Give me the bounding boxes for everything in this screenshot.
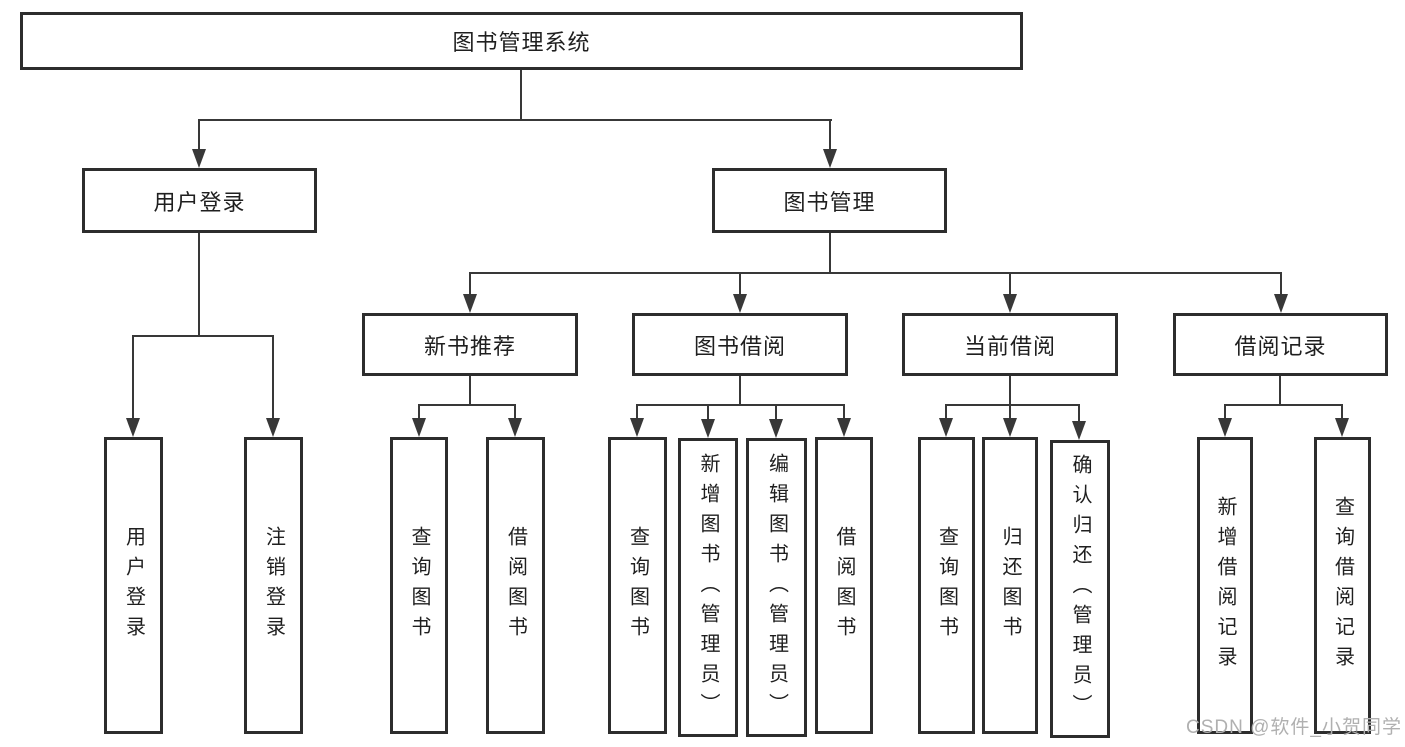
connector-line	[272, 335, 274, 420]
arrowhead-down-icon	[1003, 294, 1017, 313]
connector-line	[198, 119, 200, 152]
connector-line	[1009, 404, 1011, 421]
connector-line	[1341, 404, 1343, 421]
leaf-query-books: 查询图书	[390, 437, 448, 734]
arrowhead-down-icon	[733, 294, 747, 313]
connector-line	[1224, 404, 1226, 421]
leaf-confirm-return-admin: 确认归还（管理员）	[1050, 440, 1110, 738]
connector-line	[1009, 376, 1011, 406]
leaf-query-books: 查询图书	[608, 437, 667, 734]
connector-line	[520, 70, 522, 120]
node-label: 当前借阅	[963, 333, 1056, 359]
connector-line	[469, 272, 471, 297]
leaf-query-books: 查询图书	[918, 437, 975, 734]
arrowhead-down-icon	[701, 419, 715, 438]
leaf-borrow-books: 借阅图书	[486, 437, 545, 734]
leaf-label: 查询借阅记录	[1331, 495, 1354, 676]
arrowhead-down-icon	[1072, 421, 1086, 440]
connector-line	[636, 404, 845, 406]
connector-line	[514, 404, 516, 421]
connector-line	[1280, 272, 1282, 297]
leaf-label: 用户登录	[122, 525, 145, 646]
node-book-borrowing: 图书借阅	[632, 313, 848, 376]
connector-line	[945, 404, 1080, 406]
node-label: 图书管理	[783, 189, 876, 215]
leaf-label: 归还图书	[999, 525, 1021, 646]
connector-line	[198, 119, 832, 121]
leaf-label: 新增图书（管理员）	[697, 452, 719, 723]
node-label: 借阅记录	[1234, 333, 1327, 359]
connector-line	[636, 404, 638, 421]
leaf-query-borrow-record: 查询借阅记录	[1314, 437, 1371, 734]
arrowhead-down-icon	[769, 419, 783, 438]
connector-line	[843, 404, 845, 421]
node-current-borrowing: 当前借阅	[902, 313, 1118, 376]
connector-line	[469, 376, 471, 406]
arrowhead-down-icon	[412, 418, 426, 437]
connector-line	[775, 404, 777, 421]
node-library-management-system: 图书管理系统	[20, 12, 1023, 70]
connector-line	[418, 404, 420, 421]
arrowhead-down-icon	[939, 418, 953, 437]
connector-line	[418, 404, 516, 406]
leaf-label: 借阅图书	[504, 525, 527, 646]
connector-line	[1078, 404, 1080, 424]
node-label: 新书推荐	[423, 333, 516, 359]
leaf-label: 注销登录	[262, 525, 285, 646]
leaf-return-books: 归还图书	[982, 437, 1038, 734]
connector-line	[132, 335, 274, 337]
arrowhead-down-icon	[1335, 418, 1349, 437]
arrowhead-down-icon	[1274, 294, 1288, 313]
node-new-book-recommendation: 新书推荐	[362, 313, 578, 376]
leaf-label: 编辑图书（管理员）	[765, 452, 788, 723]
arrowhead-down-icon	[823, 149, 837, 168]
leaf-logout: 注销登录	[244, 437, 303, 734]
leaf-edit-books-admin: 编辑图书（管理员）	[746, 438, 807, 737]
connector-line	[198, 233, 200, 336]
node-borrowing-records: 借阅记录	[1173, 313, 1388, 376]
node-label: 图书借阅	[693, 333, 786, 359]
arrowhead-down-icon	[630, 418, 644, 437]
arrowhead-down-icon	[463, 294, 477, 313]
leaf-label: 确认归还（管理员）	[1069, 454, 1091, 724]
leaf-add-books-admin: 新增图书（管理员）	[678, 438, 738, 737]
arrowhead-down-icon	[192, 149, 206, 168]
connector-line	[1009, 272, 1011, 297]
connector-line	[739, 376, 741, 406]
arrowhead-down-icon	[837, 418, 851, 437]
connector-line	[829, 119, 831, 152]
node-book-management: 图书管理	[712, 168, 947, 233]
leaf-label: 查询图书	[935, 525, 958, 646]
node-label: 图书管理系统	[452, 30, 591, 55]
leaf-label: 新增借阅记录	[1214, 495, 1236, 676]
connector-line	[1224, 404, 1343, 406]
connector-line	[829, 233, 831, 273]
connector-line	[469, 272, 1282, 274]
connector-line	[945, 404, 947, 421]
arrowhead-down-icon	[266, 418, 280, 437]
leaf-user-login: 用户登录	[104, 437, 163, 734]
arrowhead-down-icon	[508, 418, 522, 437]
leaf-label: 借阅图书	[833, 525, 855, 646]
connector-line	[1279, 376, 1281, 406]
leaf-borrow-books: 借阅图书	[815, 437, 873, 734]
arrowhead-down-icon	[126, 418, 140, 437]
leaf-label: 查询图书	[626, 525, 649, 646]
connector-line	[132, 335, 134, 420]
csdn-watermark: CSDN @软件_小贺同学	[1186, 717, 1402, 738]
leaf-label: 查询图书	[408, 525, 430, 646]
leaf-add-borrow-record: 新增借阅记录	[1197, 437, 1253, 734]
connector-line	[707, 404, 709, 421]
connector-line	[739, 272, 741, 297]
arrowhead-down-icon	[1218, 418, 1232, 437]
node-label: 用户登录	[153, 189, 246, 215]
node-user-login: 用户登录	[82, 168, 317, 233]
arrowhead-down-icon	[1003, 418, 1017, 437]
